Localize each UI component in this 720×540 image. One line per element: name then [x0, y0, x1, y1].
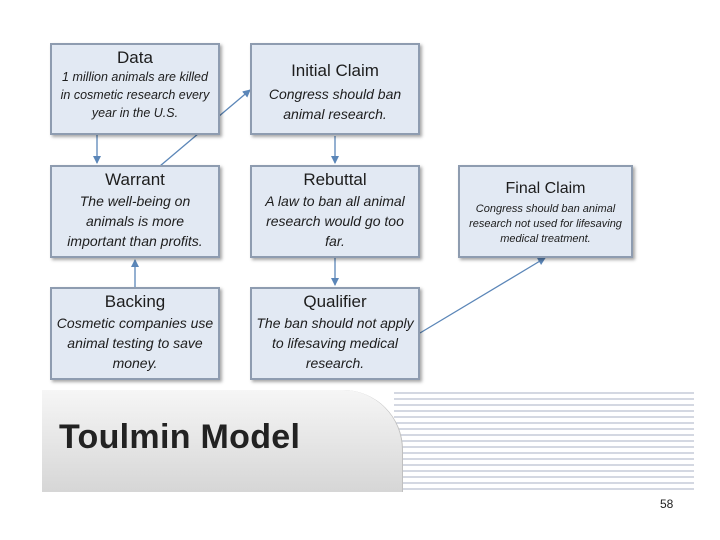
- initial-claim-title: Initial Claim: [291, 61, 379, 80]
- data-box: Data 1 million animals are killed in cos…: [50, 43, 220, 135]
- qualifier-title: Qualifier: [303, 292, 367, 311]
- arrow-qualifier-to-final-claim: [419, 257, 546, 334]
- warrant-box: Warrant The well-being on animals is mor…: [50, 165, 220, 258]
- data-title: Data: [117, 48, 153, 67]
- backing-box: Backing Cosmetic companies use animal te…: [50, 287, 220, 380]
- rebuttal-box: Rebuttal A law to ban all animal researc…: [250, 165, 420, 258]
- backing-text: Cosmetic companies use animal testing to…: [56, 315, 214, 371]
- page-number: 58: [660, 497, 674, 511]
- backing-title: Backing: [104, 292, 166, 311]
- rebuttal-title: Rebuttal: [303, 170, 367, 189]
- qualifier-box: Qualifier The ban should not apply to li…: [250, 287, 420, 380]
- final-claim-title: Final Claim: [505, 180, 586, 197]
- banner-panel: [42, 390, 403, 492]
- initial-claim-box: Initial Claim Congress should ban animal…: [250, 43, 420, 135]
- data-text: 1 million animals are killed in cosmetic…: [60, 70, 210, 120]
- slide-title: Toulmin Model: [59, 418, 301, 456]
- banner-stripes: [394, 392, 694, 490]
- qualifier-text: The ban should not apply to lifesaving m…: [256, 315, 414, 371]
- rebuttal-text: A law to ban all animal research would g…: [265, 193, 405, 249]
- warrant-text: The well-being on animals is more import…: [67, 193, 203, 249]
- title-banner: Toulmin Model: [42, 390, 694, 492]
- initial-claim-text: Congress should ban animal research.: [268, 86, 402, 122]
- final-claim-text: Congress should ban animal research not …: [469, 203, 622, 245]
- final-claim-box: Final Claim Congress should ban animal r…: [458, 165, 633, 258]
- warrant-title: Warrant: [105, 170, 165, 189]
